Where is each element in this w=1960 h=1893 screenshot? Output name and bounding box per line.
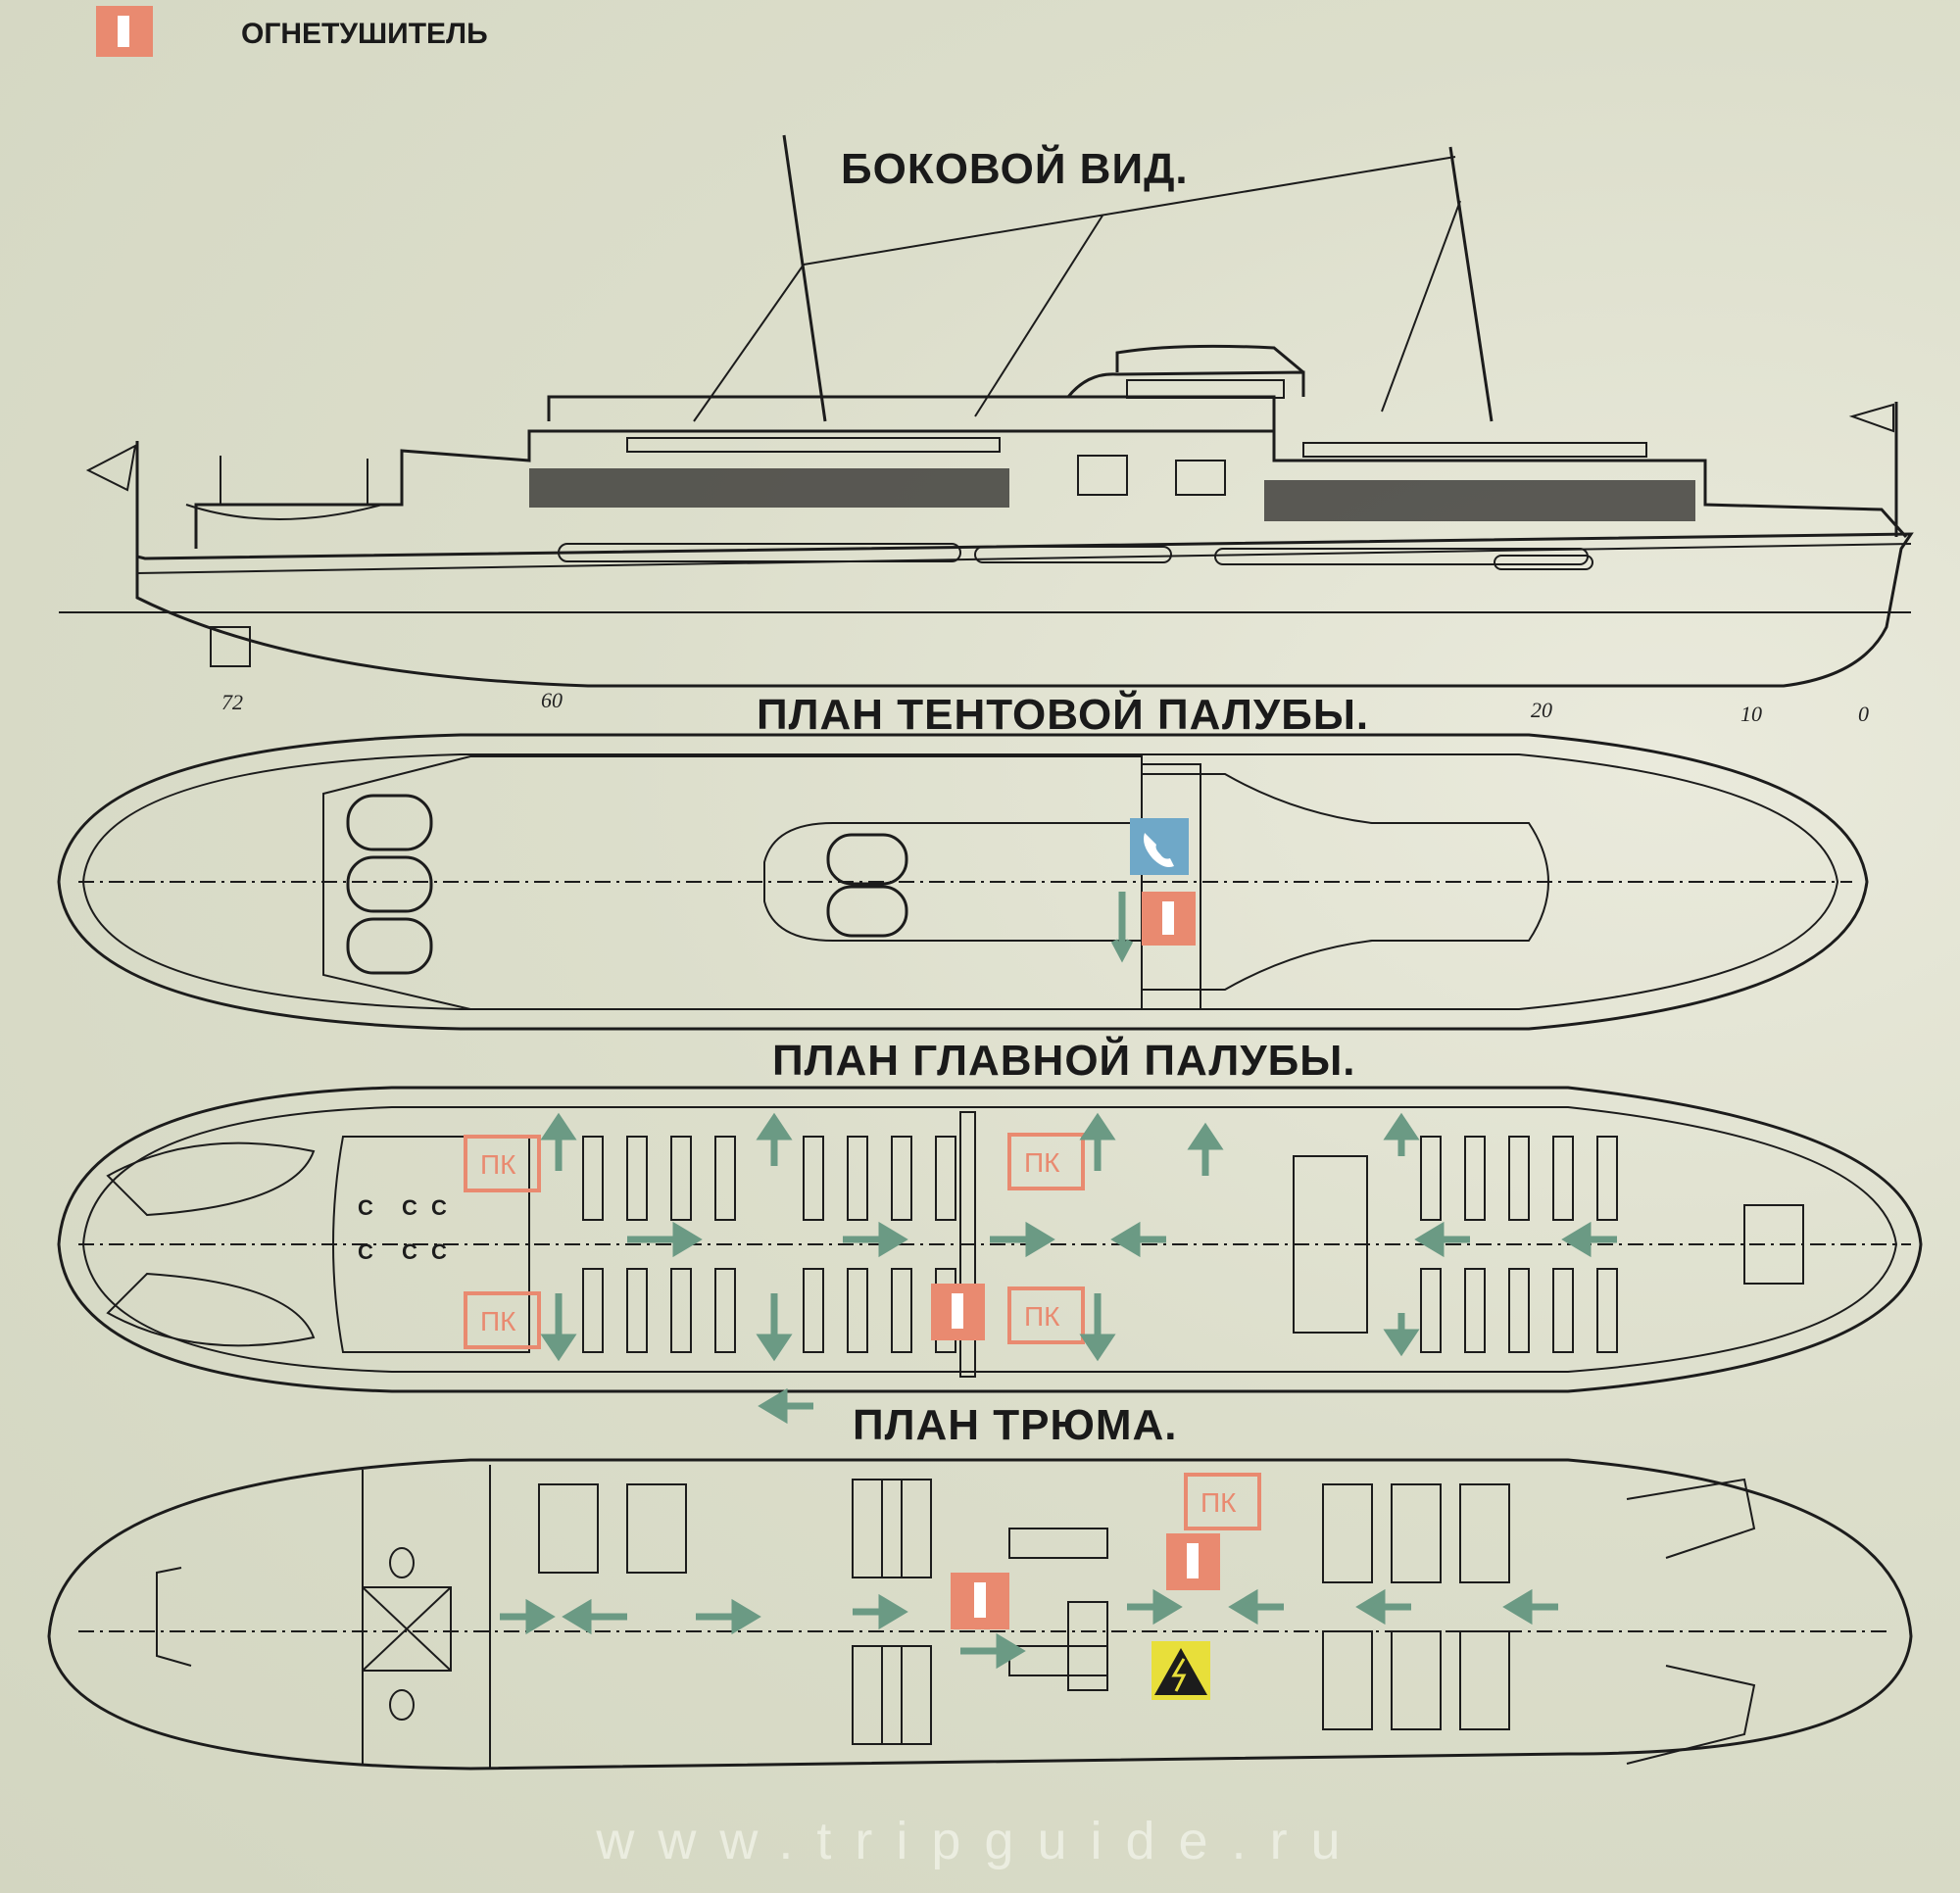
fire-hydrant-label: ПК	[480, 1149, 516, 1180]
fire-hydrant-label: ПК	[1024, 1301, 1060, 1332]
electrical-hazard-icon	[1152, 1641, 1210, 1700]
fire-extinguisher-sign	[1142, 892, 1196, 946]
main-deck-plan	[57, 1086, 1923, 1393]
tent-deck-title: ПЛАН ТЕНТОВОЙ ПАЛУБЫ.	[757, 691, 1370, 739]
fire-extinguisher-sign	[931, 1284, 985, 1340]
fire-extinguisher-sign	[1166, 1533, 1220, 1590]
fire-hydrant-sign	[1007, 1286, 1085, 1344]
fire-hydrant-label: ПК	[1200, 1487, 1237, 1518]
railing-band	[529, 468, 1009, 508]
chair-group: С С С С С С	[358, 1195, 447, 1264]
fire-hydrant-sign	[1007, 1133, 1085, 1190]
side-view-drawing	[59, 134, 1914, 688]
fire-hydrant-sign	[464, 1135, 541, 1192]
fire-hydrant-sign	[1184, 1473, 1261, 1530]
frame-number-20: 20	[1531, 698, 1552, 722]
hydrant-signs: ПК ПК ПК ПК ПК	[464, 1133, 1261, 1530]
fire-hydrant-label: ПК	[480, 1306, 516, 1336]
fire-extinguisher-sign	[951, 1573, 1009, 1629]
tent-deck-plan	[57, 733, 1869, 1031]
side-view-title: БОКОВОЙ ВИД.	[841, 145, 1189, 193]
chair-label: С	[358, 1239, 373, 1264]
evacuation-arrows	[540, 1112, 1617, 1425]
watermark: www.tripguide.ru	[596, 1812, 1364, 1870]
chair-label: С	[402, 1239, 417, 1264]
railing-band	[1264, 480, 1695, 521]
chair-label: С	[402, 1195, 417, 1220]
evacuation-arrows	[500, 1588, 1558, 1670]
frame-number-10: 10	[1740, 702, 1762, 726]
frame-number-60: 60	[541, 688, 563, 712]
chair-label: С	[431, 1195, 447, 1220]
fire-hydrant-label: ПК	[1024, 1147, 1060, 1178]
phone-icon	[1130, 818, 1189, 875]
chair-label: С	[358, 1195, 373, 1220]
frame-number-0: 0	[1858, 702, 1869, 726]
main-deck-title: ПЛАН ГЛАВНОЙ ПАЛУБЫ.	[772, 1037, 1356, 1085]
legend-label: ОГНЕТУШИТЕЛЬ	[241, 18, 488, 50]
fire-extinguisher-icon	[96, 6, 153, 57]
fire-hydrant-sign	[464, 1291, 541, 1349]
hold-title: ПЛАН ТРЮМА.	[853, 1401, 1178, 1449]
chair-label: С	[431, 1239, 447, 1264]
evacuation-arrow	[1110, 892, 1134, 963]
frame-number-72: 72	[221, 690, 243, 714]
hold-plan	[47, 1458, 1913, 1771]
